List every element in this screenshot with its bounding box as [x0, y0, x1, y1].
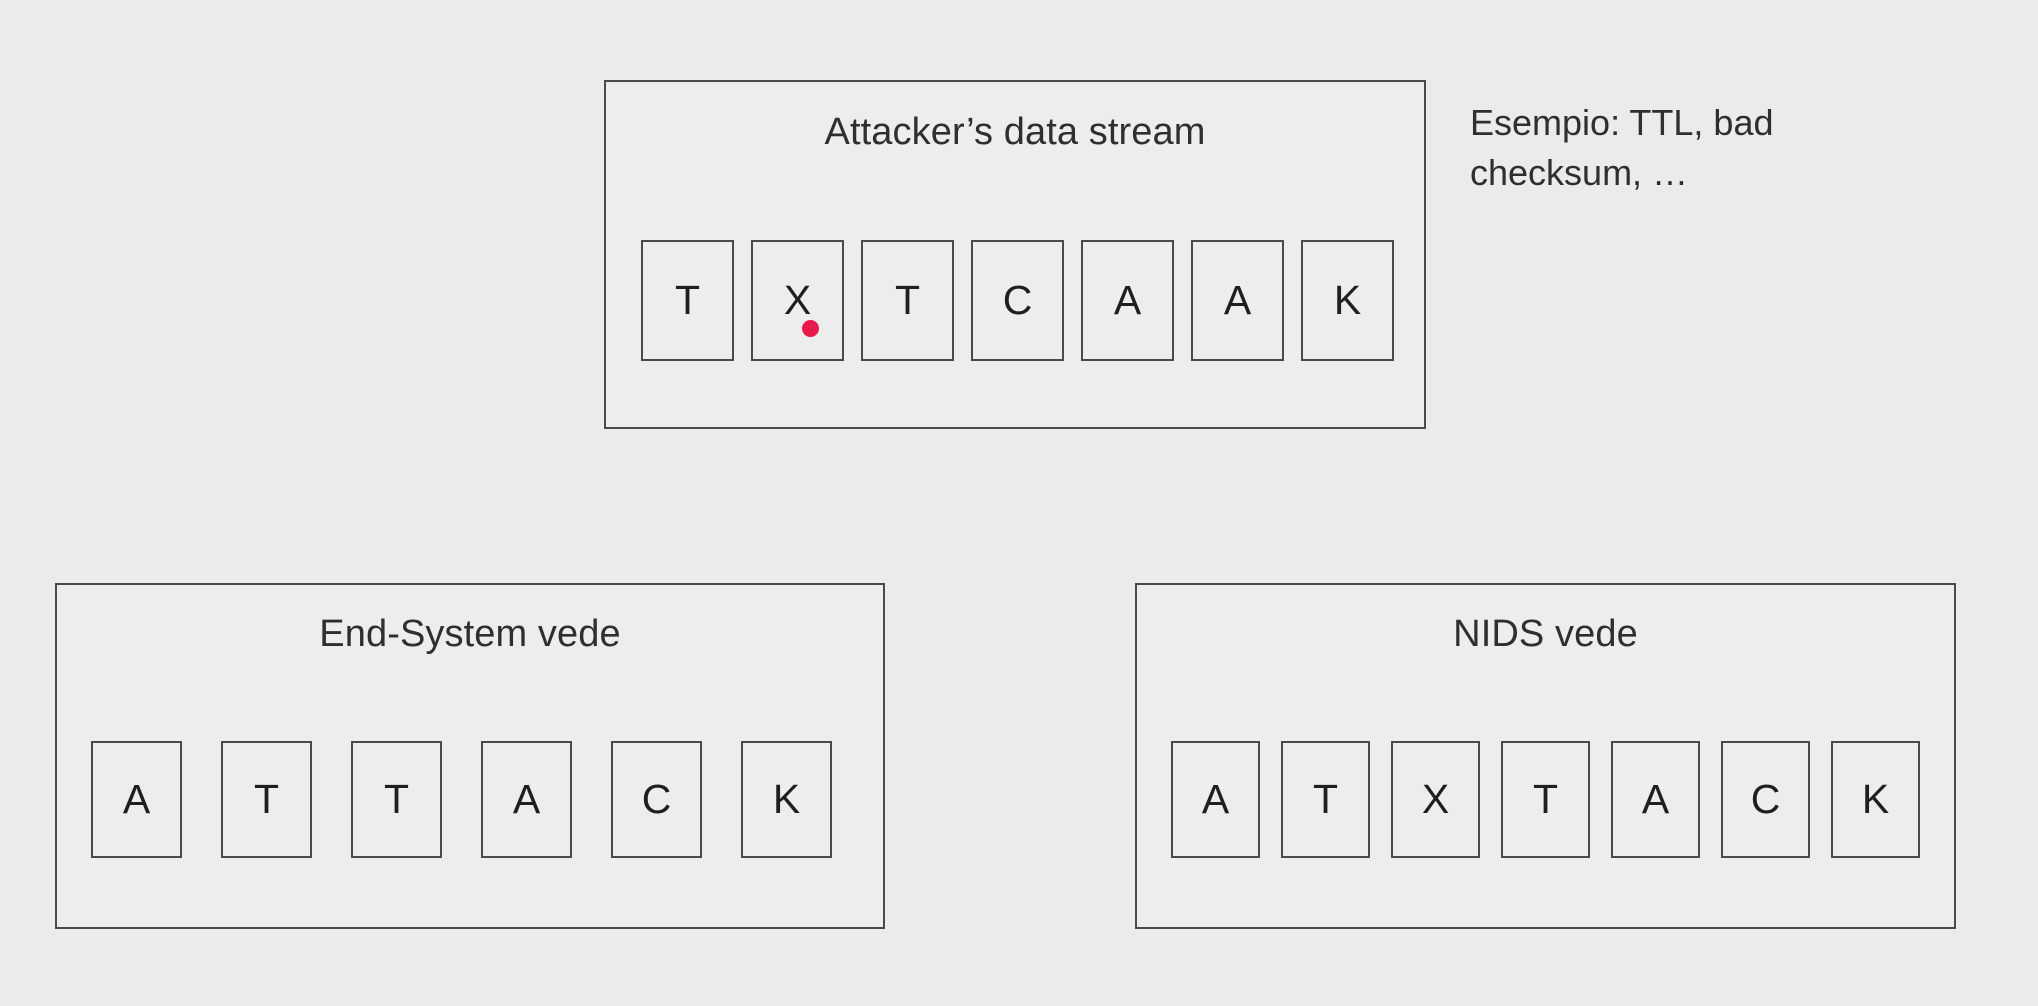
letter-cell-text: A — [1201, 776, 1230, 822]
letter-cell-text: K — [1861, 776, 1890, 822]
letter-cell: X — [1391, 741, 1480, 858]
letter-cell: A — [481, 741, 572, 858]
letter-cell: A — [91, 741, 182, 858]
red-marker-dot-icon — [802, 320, 819, 337]
panel-end-system-view: End-System vede A T T A C K — [55, 583, 885, 929]
letter-cell-text: K — [772, 776, 801, 822]
letter-cell: T — [1281, 741, 1370, 858]
letter-cell: A — [1081, 240, 1174, 361]
letter-cell: K — [1301, 240, 1394, 361]
letter-cell-text: A — [1113, 277, 1142, 323]
letter-cell-text: C — [641, 776, 672, 822]
letter-cell-text: X — [783, 277, 812, 323]
panel-attacker-data-stream: Attacker’s data stream T X T C A A K — [604, 80, 1426, 429]
letter-cell: C — [611, 741, 702, 858]
letter-cell: C — [1721, 741, 1810, 858]
panel-nids-title: NIDS vede — [1453, 613, 1638, 655]
letter-cell-text: K — [1333, 277, 1362, 323]
letter-cell-text: A — [512, 776, 541, 822]
letter-cell-text: T — [383, 776, 410, 822]
letter-cell: K — [1831, 741, 1920, 858]
annotation-line-2: checksum, … — [1470, 152, 1689, 193]
letter-cell: T — [221, 741, 312, 858]
letter-cell-text: A — [1641, 776, 1670, 822]
letter-cell-text: T — [1312, 776, 1339, 822]
letter-cell-text: T — [1532, 776, 1559, 822]
letter-cell-text: C — [1750, 776, 1781, 822]
letter-cell-text: X — [1421, 776, 1450, 822]
letter-cell: T — [861, 240, 954, 361]
letter-cell: X — [751, 240, 844, 361]
annotation-line-1: Esempio: TTL, bad — [1470, 102, 1774, 143]
letter-cell-text: A — [1223, 277, 1252, 323]
letter-cell: T — [351, 741, 442, 858]
panel-attacker-title: Attacker’s data stream — [824, 111, 1206, 153]
letter-cell: A — [1171, 741, 1260, 858]
letter-cell-text: T — [894, 277, 921, 323]
letter-cell: T — [1501, 741, 1590, 858]
letter-cell: A — [1611, 741, 1700, 858]
annotation-example-text: Esempio: TTL, bad checksum, … — [1470, 98, 1890, 198]
panel-end-system-title: End-System vede — [319, 613, 621, 655]
letter-cell: K — [741, 741, 832, 858]
letter-cell-text: T — [253, 776, 280, 822]
panel-nids-view: NIDS vede A T X T A C K — [1135, 583, 1956, 929]
letter-cell-text: T — [674, 277, 701, 323]
letter-cell: T — [641, 240, 734, 361]
letter-cell-text: C — [1002, 277, 1033, 323]
letter-cell: A — [1191, 240, 1284, 361]
letter-cell: C — [971, 240, 1064, 361]
letter-cell-text: A — [122, 776, 151, 822]
